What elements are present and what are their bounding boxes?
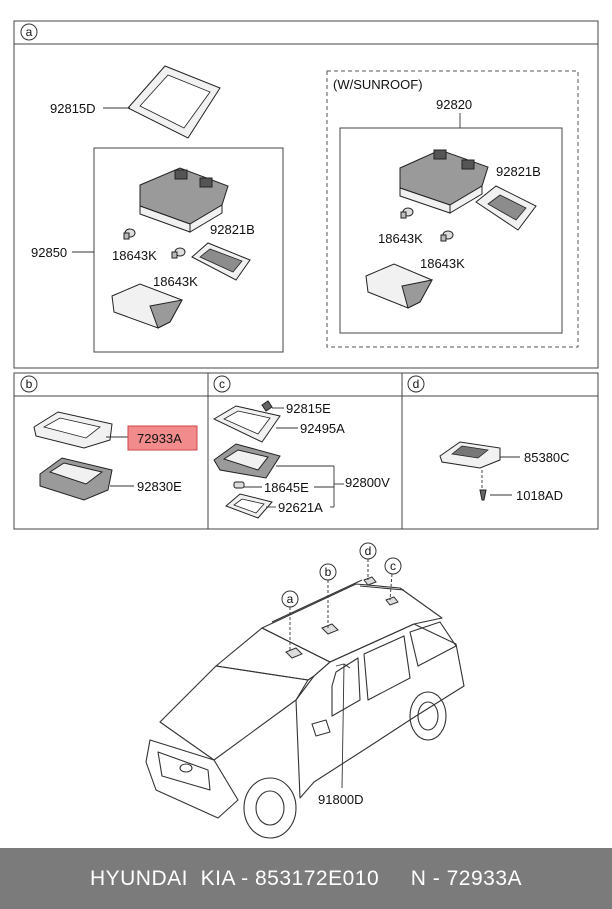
bulb-left-1 bbox=[123, 228, 136, 240]
part-92850-label: 92850 bbox=[31, 245, 67, 260]
lamp-housing-left bbox=[139, 167, 229, 233]
pad-72933a bbox=[33, 411, 113, 449]
vehicle-callout-a-label: a bbox=[287, 592, 294, 606]
sections-bcd-frame bbox=[13, 372, 599, 530]
section-a-badge bbox=[20, 23, 38, 41]
vehicle-callout-c bbox=[384, 557, 402, 575]
parts-diagram: a 92815D 92850 18643K 18643K 92821B (W/S bbox=[13, 20, 599, 839]
part-18643k-label-2: 18643K bbox=[153, 274, 198, 289]
footer-bar: HYUNDAI KIA - 853172E010 N - 72933A bbox=[0, 848, 612, 909]
part-1018ad-label: 1018AD bbox=[516, 488, 563, 503]
screw-1018ad bbox=[479, 489, 487, 501]
part-92815e-label: 92815E bbox=[286, 401, 331, 416]
bezel-92495a bbox=[212, 405, 281, 443]
assembly-box-left bbox=[93, 147, 284, 353]
highlighted-part-box bbox=[127, 425, 198, 451]
lens-92815e bbox=[261, 400, 273, 412]
part-18645e-label: 18645E bbox=[264, 480, 309, 495]
lamp-housing-right bbox=[399, 149, 489, 214]
part-18643k-label-1: 18643K bbox=[112, 248, 157, 263]
section-b-label: b bbox=[26, 377, 33, 391]
footer-text: HYUNDAI KIA - 853172E010 N - 72933A bbox=[89, 866, 523, 890]
lamp-92830e bbox=[39, 457, 113, 501]
part-92820-label: 92820 bbox=[436, 97, 472, 112]
part-92621a-label: 92621A bbox=[278, 500, 323, 515]
harness-line bbox=[341, 663, 345, 789]
section-c-label: c bbox=[219, 377, 225, 391]
roof-marker-a bbox=[285, 647, 303, 659]
assembly-92800v bbox=[213, 443, 281, 479]
section-b-badge bbox=[20, 375, 38, 393]
lens-frame-92815d bbox=[127, 65, 221, 139]
section-c-badge bbox=[213, 375, 231, 393]
lamp-lens-left bbox=[111, 283, 183, 329]
roof-marker-c bbox=[385, 596, 399, 606]
bulb-right-2 bbox=[440, 230, 454, 242]
vehicle-callout-d-label: d bbox=[365, 544, 372, 558]
cover-92621a bbox=[225, 493, 273, 519]
lamp-cover-92821b bbox=[191, 242, 251, 281]
part-92821b-label: 92821B bbox=[210, 222, 255, 237]
part-92815d-label: 92815D bbox=[50, 101, 96, 116]
bulb-left-2 bbox=[171, 247, 186, 259]
section-a-label: a bbox=[26, 25, 33, 39]
lamp-85380c bbox=[439, 441, 501, 469]
vehicle-callout-c-label: c bbox=[390, 559, 396, 573]
assembly-box-right bbox=[339, 127, 563, 334]
part-18643k-sunroof-label-1: 18643K bbox=[378, 231, 423, 246]
roof-marker-b bbox=[321, 623, 339, 635]
part-92830e-label: 92830E bbox=[137, 479, 182, 494]
vehicle-illustration bbox=[145, 579, 465, 839]
part-18643k-sunroof-label-2: 18643K bbox=[420, 256, 465, 271]
lamp-lens-right bbox=[365, 263, 433, 309]
part-91800d-label: 91800D bbox=[318, 792, 364, 807]
roof-marker-d bbox=[363, 576, 377, 586]
part-85380c-label: 85380C bbox=[524, 450, 570, 465]
part-72933a-label: 72933A bbox=[137, 431, 182, 446]
vehicle-callout-b-label: b bbox=[325, 565, 332, 579]
bulb-18645e bbox=[233, 481, 245, 489]
section-a-frame bbox=[13, 20, 599, 369]
lamp-cover-sunroof bbox=[475, 185, 537, 231]
sunroof-dashed-box bbox=[326, 70, 579, 348]
sunroof-title: (W/SUNROOF) bbox=[333, 77, 423, 92]
part-92495a-label: 92495A bbox=[300, 421, 345, 436]
section-d-badge bbox=[407, 375, 425, 393]
part-92800v-label: 92800V bbox=[345, 475, 390, 490]
part-92821b-sunroof-label: 92821B bbox=[496, 164, 541, 179]
bulb-right-1 bbox=[400, 207, 414, 219]
section-d-label: d bbox=[413, 377, 420, 391]
